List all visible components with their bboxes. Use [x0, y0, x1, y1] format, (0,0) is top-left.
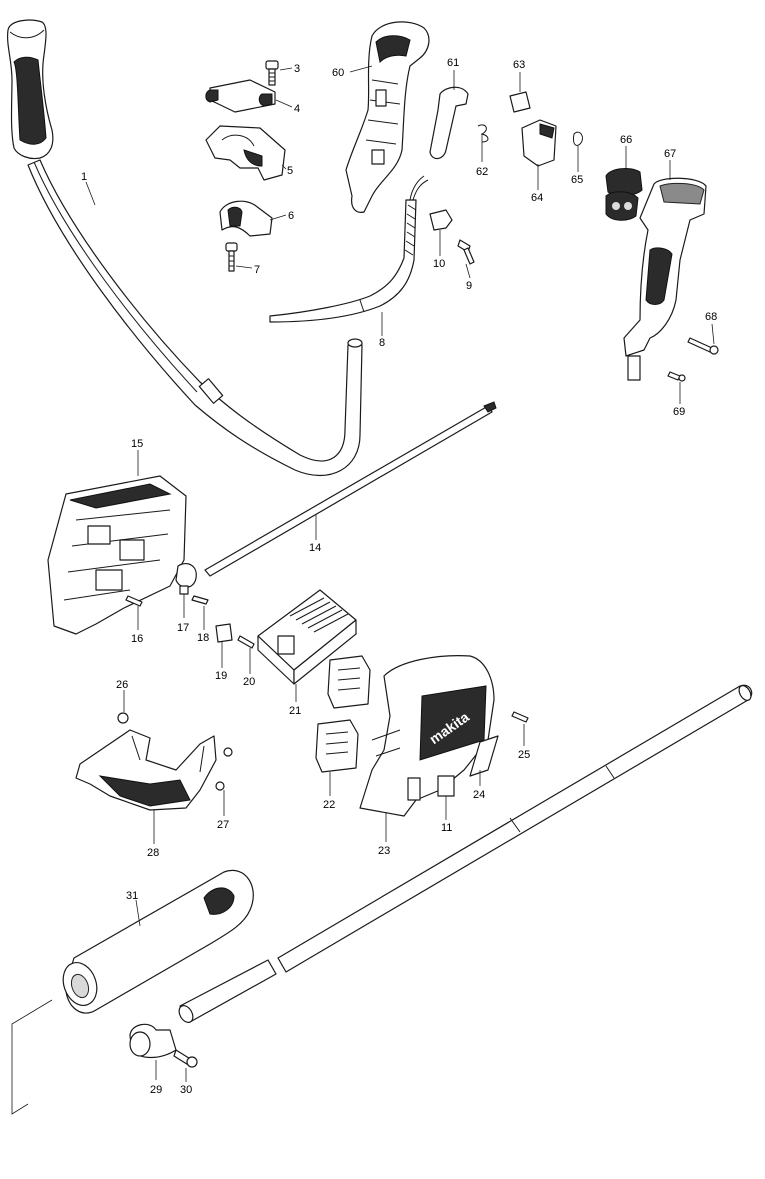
- label-3: 3: [294, 63, 300, 75]
- label-11: 11: [441, 822, 452, 834]
- label-28: 28: [147, 847, 159, 859]
- label-61: 61: [447, 57, 459, 69]
- part-17-clamp-ring: [175, 563, 197, 595]
- part-14-cable-rod: [204, 401, 497, 577]
- part-66-switch-panel: [605, 168, 643, 221]
- lower-tube: [178, 959, 277, 1023]
- label-25: 25: [518, 749, 530, 761]
- label-67: 67: [664, 148, 676, 160]
- part-23-housing: makita: [359, 655, 495, 817]
- label-15: 15: [131, 438, 143, 450]
- label-29: 29: [150, 1084, 162, 1096]
- part-20-screw: [237, 635, 255, 649]
- leader-lines: [11, 65, 715, 1115]
- label-19: 19: [215, 670, 227, 682]
- label-9: 9: [466, 280, 472, 292]
- label-16: 16: [131, 633, 143, 645]
- part-labels: 1 3 4 5 6 7 8 60 61 62 63 64 65 66 67 68…: [81, 57, 717, 1096]
- part-7-screw: [225, 242, 238, 272]
- label-14: 14: [309, 542, 321, 554]
- part-24-label: [469, 735, 499, 777]
- part-22-switch-module: [315, 719, 359, 773]
- part-22b-switch-module: [327, 655, 371, 709]
- part-60-handle-half: [345, 21, 430, 213]
- part-30-screw: [173, 1049, 198, 1068]
- label-6: 6: [288, 210, 294, 222]
- part-5-clamp-body: [205, 125, 286, 181]
- label-62: 62: [476, 166, 488, 178]
- part-21-controller: [257, 589, 357, 685]
- part-8-wire-harness: [269, 175, 429, 323]
- part-25-screw: [511, 711, 529, 723]
- label-23: 23: [378, 845, 390, 857]
- part-64-switch: [521, 119, 557, 167]
- label-24: 24: [473, 789, 485, 801]
- part-15-housing-half: [47, 475, 187, 635]
- part-67-handle-cover: [623, 177, 707, 381]
- label-60: 60: [332, 67, 344, 79]
- label-63: 63: [513, 59, 525, 71]
- label-5: 5: [287, 165, 293, 177]
- part-26-screw: [117, 712, 129, 724]
- label-10: 10: [433, 258, 445, 270]
- label-17: 17: [177, 622, 189, 634]
- label-65: 65: [571, 174, 583, 186]
- part-19-clip: [215, 623, 233, 643]
- label-21: 21: [289, 705, 301, 717]
- part-6-clamp-lower: [219, 200, 273, 237]
- part-1-loop-handle: [6, 19, 363, 477]
- part-28-guard-bracket: [75, 729, 217, 811]
- part-61-trigger: [429, 86, 469, 160]
- part-9-screw: [457, 239, 475, 265]
- label-22: 22: [323, 799, 335, 811]
- part-27-screw: [215, 747, 233, 791]
- part-65-spring: [573, 131, 583, 147]
- label-66: 66: [620, 134, 632, 146]
- label-4: 4: [294, 103, 300, 115]
- part-31-grip-sleeve: [62, 869, 254, 1014]
- part-4-clamp-top: [205, 79, 276, 113]
- label-68: 68: [705, 311, 717, 323]
- part-63-lock-button: [509, 91, 531, 113]
- part-3-screw: [265, 60, 279, 86]
- label-18: 18: [197, 632, 209, 644]
- part-18-screw: [191, 595, 209, 605]
- part-16-screw: [125, 595, 143, 607]
- part-11-label: [437, 775, 455, 797]
- part-69-screw: [667, 371, 686, 382]
- part-62-spring: [477, 124, 489, 143]
- part-29-shaft-clamp: [129, 1023, 177, 1059]
- label-30: 30: [180, 1084, 192, 1096]
- label-26: 26: [116, 679, 128, 691]
- main-shaft: [277, 684, 753, 973]
- label-27: 27: [217, 819, 229, 831]
- part-68-screw: [687, 337, 719, 355]
- label-1: 1: [81, 171, 87, 183]
- label-20: 20: [243, 676, 255, 688]
- label-69: 69: [673, 406, 685, 418]
- label-31: 31: [126, 890, 138, 902]
- part-10-clip: [429, 209, 453, 231]
- label-64: 64: [531, 192, 543, 204]
- label-7: 7: [254, 264, 260, 276]
- label-8: 8: [379, 337, 385, 349]
